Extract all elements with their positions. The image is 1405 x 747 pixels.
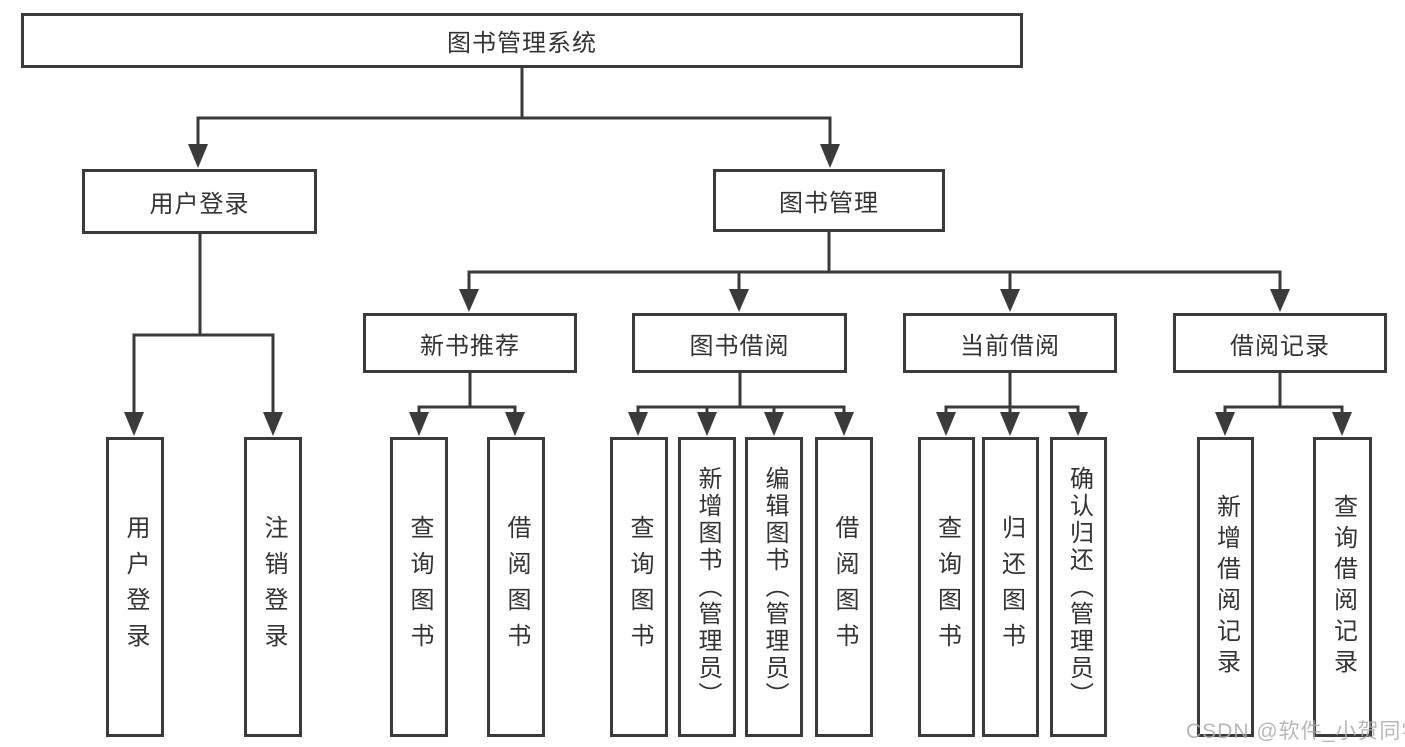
node-label: 图书管理 (779, 190, 879, 217)
leaf-logout: 注销登录 (244, 437, 302, 737)
node-label: 查询图书 (626, 515, 653, 659)
node-label: 确认归还（管理员） (1065, 465, 1093, 709)
node-label: 新书推荐 (420, 332, 520, 360)
leaf-borrow-books: 借阅图书 (815, 437, 873, 737)
csdn-watermark: CSDN @软件_小贺同学 (1186, 720, 1405, 743)
leaf-add-books-admin: 新增图书（管理员） (678, 437, 736, 737)
node-book-management: 图书管理 (713, 169, 945, 232)
node-label: 借阅图书 (831, 515, 858, 659)
node-label: 借阅记录 (1230, 332, 1330, 360)
leaf-query-borrow-record: 查询借阅记录 (1313, 437, 1372, 737)
node-label: 查询图书 (933, 515, 961, 659)
node-label: 编辑图书（管理员） (761, 465, 788, 709)
arrowhead-group (124, 144, 1352, 436)
node-label: 用户登录 (149, 191, 250, 218)
node-label: 新增图书（管理员） (694, 465, 721, 709)
node-current-borrowing: 当前借阅 (903, 313, 1117, 373)
node-label: 注销登录 (260, 515, 287, 659)
leaf-query-books-recommend: 查询图书 (390, 437, 448, 737)
node-label: 当前借阅 (960, 332, 1060, 360)
leaf-return-books: 归还图书 (982, 437, 1039, 737)
node-book-borrowing: 图书借阅 (632, 313, 847, 373)
node-new-book-recommendation: 新书推荐 (363, 313, 577, 373)
node-label: 归还图书 (997, 515, 1025, 659)
node-label: 图书管理系统 (447, 30, 597, 57)
node-label: 新增借阅记录 (1212, 494, 1240, 680)
node-label: 借阅图书 (503, 515, 530, 659)
node-label: 查询图书 (406, 515, 433, 659)
node-borrowing-records: 借阅记录 (1173, 313, 1387, 373)
leaf-query-books-current: 查询图书 (918, 437, 975, 737)
leaf-borrow-books-recommend: 借阅图书 (487, 437, 545, 737)
leaf-add-borrow-record: 新增借阅记录 (1197, 437, 1254, 737)
node-label: 图书借阅 (689, 332, 790, 360)
leaf-query-books-borrow: 查询图书 (610, 437, 668, 737)
leaf-confirm-return-admin: 确认归还（管理员） (1050, 437, 1107, 737)
leaf-edit-books-admin: 编辑图书（管理员） (745, 437, 803, 737)
leaf-user-login: 用户登录 (106, 437, 164, 737)
node-label: 用户登录 (122, 515, 149, 659)
node-root-library-system: 图书管理系统 (21, 13, 1023, 68)
node-user-login: 用户登录 (82, 169, 317, 234)
node-label: 查询借阅记录 (1329, 494, 1357, 680)
